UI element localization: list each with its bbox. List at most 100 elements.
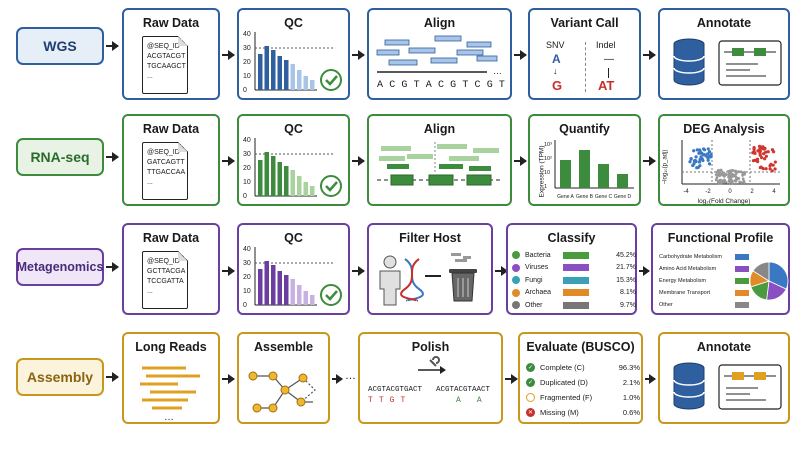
busco-percent: 0.6% bbox=[622, 408, 640, 417]
error-base: G bbox=[389, 396, 395, 405]
quantify-tick-label: 1 bbox=[544, 184, 547, 190]
step-title: Quantify bbox=[559, 122, 610, 136]
volcano-point-down bbox=[706, 158, 710, 162]
function-name: Membrane Transport bbox=[659, 290, 711, 296]
arrow bbox=[495, 266, 508, 276]
volcano-point bbox=[741, 177, 745, 181]
volcano-point-up bbox=[756, 149, 760, 153]
step-title: Filter Host bbox=[399, 231, 461, 245]
qc-bar bbox=[277, 162, 282, 196]
qc-bar bbox=[310, 80, 315, 90]
volcano-point bbox=[717, 169, 720, 173]
svg-text:…: … bbox=[164, 412, 174, 423]
wrench-icon bbox=[418, 356, 446, 374]
volcano-point bbox=[722, 173, 726, 177]
busco-row: ✓Duplicated (D)2.1% bbox=[526, 375, 640, 390]
qc-bar bbox=[264, 261, 269, 305]
meta-filter-host-box: Filter Host bbox=[367, 223, 493, 315]
arrow-down-icon: ↓ bbox=[553, 66, 558, 76]
busco-category: Missing (M) bbox=[540, 408, 579, 417]
long-reads-icon: … bbox=[140, 366, 200, 423]
quantify-tick-label: 10² bbox=[544, 156, 552, 162]
busco-check-icon: ✓ bbox=[526, 363, 535, 372]
database-icon bbox=[673, 38, 705, 86]
taxon-icon bbox=[512, 301, 520, 310]
busco-category: Fragmented (F) bbox=[540, 393, 593, 402]
busco-cross-icon: ✕ bbox=[526, 408, 535, 417]
indel-alt: AT bbox=[598, 78, 615, 93]
taxon-swatch bbox=[563, 301, 589, 309]
volcano-point-up bbox=[770, 148, 775, 152]
functional-pie-chart bbox=[749, 261, 789, 301]
doc-line: TTGACCAA bbox=[147, 169, 186, 176]
reference-base: G bbox=[450, 80, 457, 91]
meta-raw-data-box: Raw Data @SEQ_ID GCTTACGA TCCGATTA ... bbox=[122, 223, 220, 315]
row-label-assembly: Assembly bbox=[16, 358, 104, 396]
volcano-point bbox=[718, 180, 722, 184]
quantify-category-label: Gene A bbox=[557, 194, 574, 200]
function-row: Membrane Transport bbox=[659, 287, 749, 299]
doc-line: ACGTACGT bbox=[147, 53, 186, 60]
taxon-name: Viruses bbox=[525, 264, 549, 272]
arrow bbox=[222, 374, 235, 384]
qc-bar bbox=[264, 46, 269, 90]
arrow bbox=[332, 374, 343, 384]
qc-bar bbox=[303, 76, 308, 90]
volcano-point-up bbox=[755, 160, 760, 164]
qc-tick-label: 20 bbox=[243, 59, 251, 66]
step-title: Raw Data bbox=[142, 122, 200, 136]
volcano-point bbox=[715, 176, 719, 180]
ellipsis: … bbox=[345, 370, 356, 382]
taxon-percent: 15.3% bbox=[616, 276, 636, 284]
function-name: Other bbox=[659, 302, 673, 308]
busco-row: ✓Complete (C)96.3% bbox=[526, 360, 640, 375]
qc-tick-label: 0 bbox=[243, 87, 247, 94]
doc-line: GCTTACGA bbox=[147, 268, 186, 275]
qc-bar bbox=[264, 152, 269, 196]
function-name: Energy Metabolism bbox=[659, 278, 707, 284]
error-base: T bbox=[400, 396, 406, 405]
function-swatch bbox=[735, 302, 749, 308]
taxon-percent: 8.1% bbox=[620, 289, 636, 297]
taxon-percent: 9.7% bbox=[620, 301, 636, 309]
svg-text:…: … bbox=[493, 66, 502, 76]
reference-base: G bbox=[401, 80, 408, 91]
volcano-point bbox=[740, 181, 744, 184]
volcano-point-down bbox=[706, 147, 710, 151]
volcano-point-down bbox=[706, 156, 710, 160]
qc-bar bbox=[271, 50, 276, 90]
volcano-tick-label: -2 bbox=[705, 189, 711, 195]
qc-bar bbox=[284, 275, 289, 305]
volcano-point bbox=[730, 174, 734, 177]
qc-tick-label: 10 bbox=[243, 288, 251, 295]
spliced-alignment-icon bbox=[377, 142, 501, 186]
assembly-busco-box: Evaluate (BUSCO) ✓Complete (C)96.3%✓Dupl… bbox=[518, 332, 643, 424]
volcano-point-down bbox=[689, 157, 693, 161]
step-title: Align bbox=[423, 16, 456, 30]
arrow bbox=[505, 374, 518, 384]
busco-category: Duplicated (D) bbox=[540, 378, 588, 387]
snv-ref-base: A bbox=[552, 52, 561, 66]
taxon-swatch bbox=[563, 264, 589, 272]
taxon-name: Archaea bbox=[525, 289, 552, 297]
pie-slice bbox=[768, 261, 789, 290]
volcano-point bbox=[724, 180, 728, 184]
volcano-point-up bbox=[760, 156, 764, 160]
arrow bbox=[222, 50, 235, 60]
fastq-file-icon: @SEQ_ID GATCAGTT TTGACCAA ... bbox=[142, 142, 188, 200]
check-circle-icon bbox=[320, 284, 342, 306]
doc-line: GATCAGTT bbox=[147, 159, 185, 166]
busco-check-icon: ✓ bbox=[526, 378, 535, 387]
volcano-tick-label: 0 bbox=[728, 189, 732, 195]
volcano-point-down bbox=[701, 153, 706, 157]
